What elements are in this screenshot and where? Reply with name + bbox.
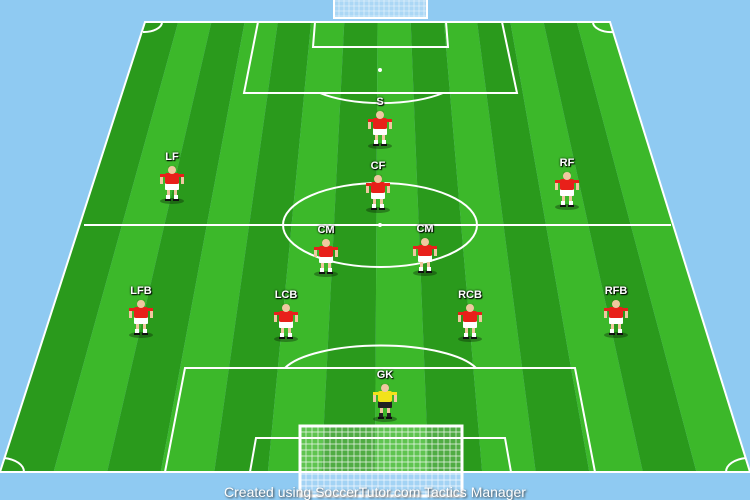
player-rcb[interactable]: RCB: [440, 289, 500, 359]
player-cm-left[interactable]: CM: [296, 224, 356, 294]
player-cm-right[interactable]: CM: [395, 223, 455, 293]
player-figure-icon: [604, 299, 628, 338]
player-figure-icon: [366, 174, 390, 213]
grass-stripe: [477, 22, 590, 472]
grass-stripe: [214, 22, 312, 472]
player-label: RFB: [604, 285, 628, 297]
corner-arc-tr: [591, 21, 614, 34]
player-gk[interactable]: GK: [355, 369, 415, 439]
top-penalty-box: [242, 21, 519, 94]
bottom-goal: [298, 424, 464, 498]
credit-text: Created using SoccerTutor.com Tactics Ma…: [224, 484, 526, 500]
top-penalty-spot: [378, 68, 382, 72]
player-label: LCB: [274, 289, 298, 301]
player-rfb[interactable]: RFB: [586, 285, 646, 355]
grass-stripe: [0, 22, 179, 472]
grass-stripe: [510, 22, 643, 472]
player-label: LFB: [130, 285, 152, 297]
player-label: LF: [165, 151, 179, 163]
grass-stripe: [267, 22, 345, 472]
grass-stripe: [321, 22, 378, 472]
player-label: S: [376, 96, 384, 108]
player-figure-icon: [160, 165, 184, 204]
player-figure-icon: [129, 299, 153, 338]
player-figure-icon: [413, 237, 437, 276]
grass-stripe: [53, 22, 212, 472]
grass-stripe: [576, 22, 750, 472]
center-spot: [378, 223, 382, 227]
grass-stripe: [375, 22, 429, 472]
top-goal: [333, 0, 428, 19]
corner-arc-tl: [142, 21, 164, 34]
player-figure-icon: [274, 303, 298, 342]
grass-stripe: [107, 22, 245, 472]
player-figure-icon: [314, 238, 338, 277]
player-lf[interactable]: LF: [142, 151, 202, 221]
goalkeeper-figure-icon: [373, 383, 397, 422]
touchline: [0, 21, 750, 473]
grass-stripe: [543, 22, 697, 472]
player-rf[interactable]: RF: [537, 157, 597, 227]
player-label: RCB: [458, 289, 482, 301]
player-label: CM: [317, 224, 335, 236]
player-cf[interactable]: CF: [348, 160, 408, 230]
player-figure-icon: [368, 110, 392, 149]
player-figure-icon: [555, 171, 579, 210]
player-label: GK: [376, 369, 394, 381]
player-lfb[interactable]: LFB: [111, 285, 171, 355]
player-s[interactable]: S: [350, 96, 410, 166]
player-label: CF: [370, 160, 386, 172]
grass-stripe: [160, 22, 278, 472]
grass-stripes: [0, 22, 750, 472]
bottom-penalty-arc: [284, 344, 477, 369]
bottom-penalty-box: [164, 367, 596, 473]
top-penalty-arc: [319, 92, 444, 105]
corner-arc-bl: [3, 457, 26, 473]
player-label: CM: [416, 223, 434, 235]
player-lcb[interactable]: LCB: [256, 289, 316, 359]
player-label: RF: [559, 157, 575, 169]
pitch-markings: [0, 21, 750, 473]
grass-stripe: [443, 22, 536, 472]
corner-arc-br: [724, 457, 747, 473]
player-figure-icon: [458, 303, 482, 342]
top-goal-area: [311, 21, 450, 48]
